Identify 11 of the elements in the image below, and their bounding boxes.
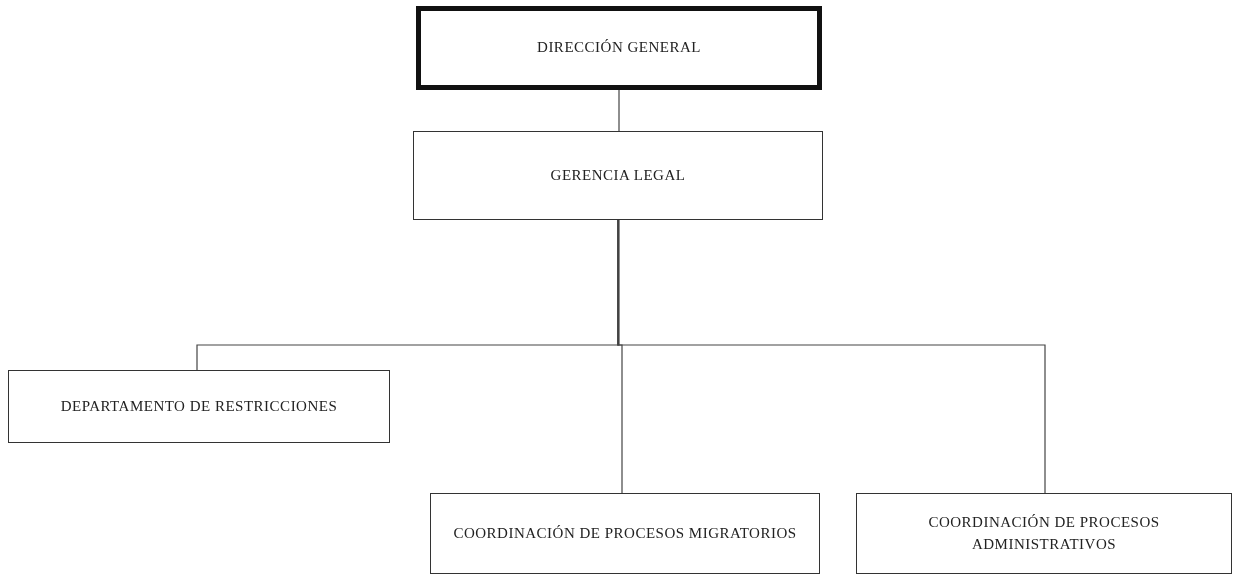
unit-name: GERENCIA LEGAL [550,165,686,185]
connector-line [617,219,1046,494]
unit-name: DIRECCIÓN GENERAL [537,38,701,58]
unit-name: COORDINACIÓN DE PROCESOS ADMINISTRATIVOS [927,512,1161,554]
org-unit-box [856,493,1232,574]
unit-name: DEPARTAMENTO DE RESTRICCIONES [60,396,338,416]
org-unit-box [430,493,820,574]
unit-name: COORDINACIÓN DE PROCESOS MIGRATORIOS [453,523,797,543]
org-unit-box [413,131,823,220]
org-unit-box [416,6,822,90]
org-unit-box [8,370,390,443]
